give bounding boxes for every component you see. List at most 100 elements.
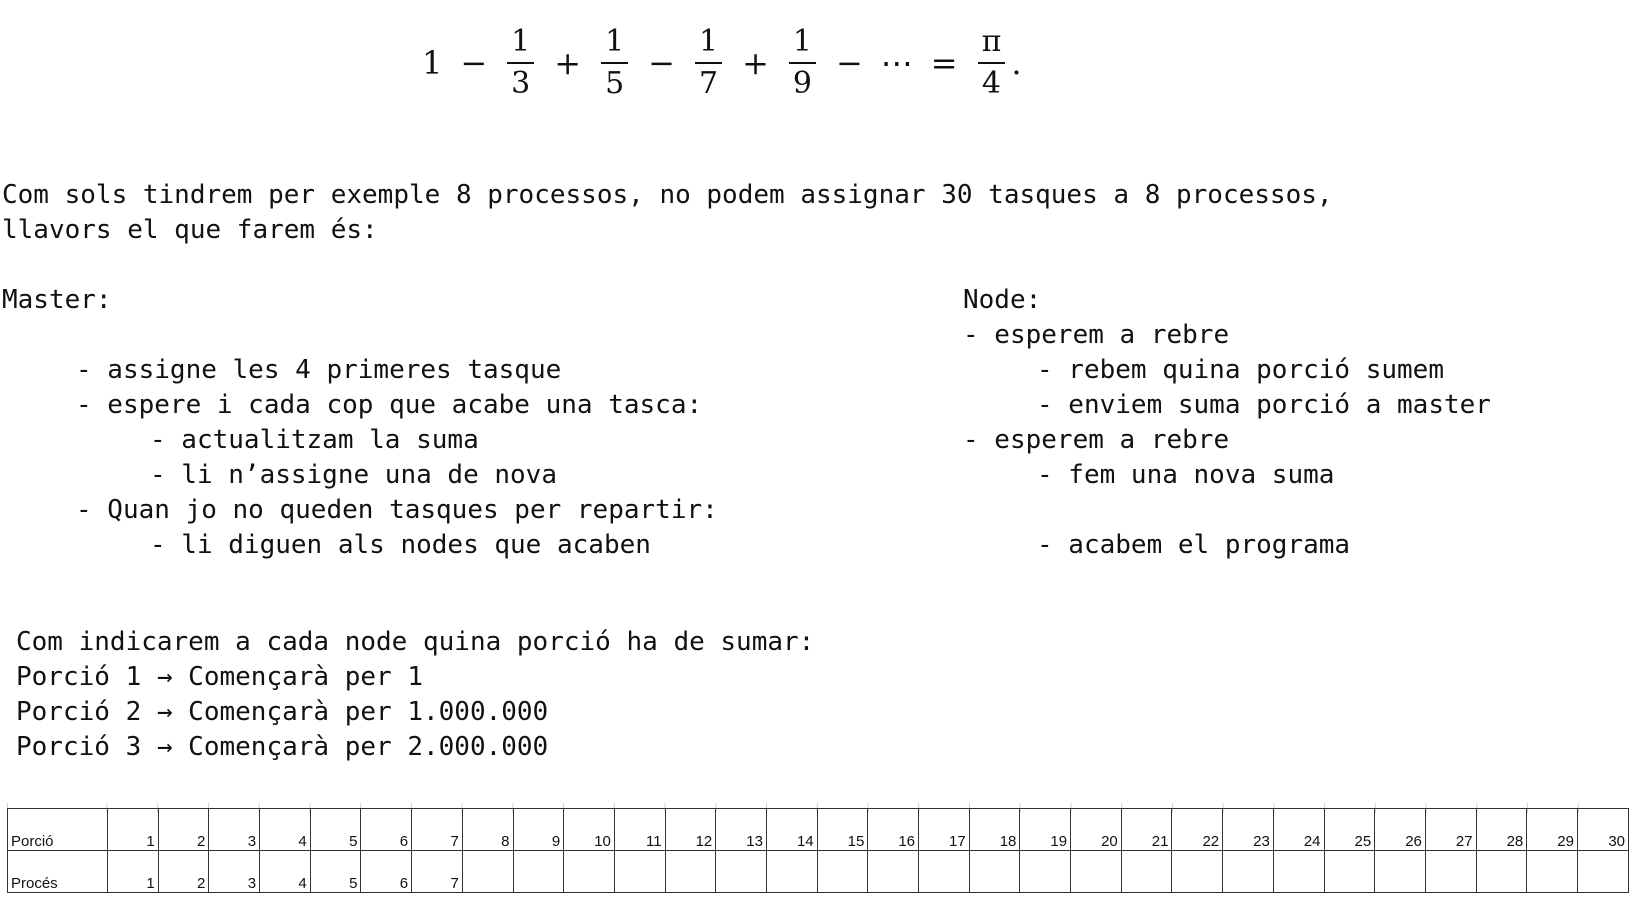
node-subitem: - acabem el programa (1037, 530, 1351, 560)
portions-heading: Com indicarem a cada node quina porció h… (16, 627, 815, 657)
blank-line (2, 318, 718, 353)
formula-period: . (1011, 44, 1022, 82)
leibniz-formula: 1 − 1 3 + 1 5 − 1 7 + 1 9 − ⋯ = π (0, 18, 1639, 108)
proces-cell (461, 850, 514, 893)
porcio-cell: 10 (563, 808, 615, 851)
proces-cell (867, 850, 919, 893)
portions-section: Com indicarem a cada node quina porció h… (16, 625, 814, 765)
fraction-numerator: 1 (605, 24, 625, 59)
proces-cell (1576, 850, 1630, 893)
proces-cell (765, 850, 818, 893)
proces-cell: 5 (309, 850, 362, 893)
proces-cell (1424, 850, 1477, 893)
porcio-cell: 30 (1576, 808, 1630, 851)
master-item: - espere i cada cop que acabe una tasca: (76, 390, 703, 420)
porcio-cell: 26 (1374, 808, 1426, 851)
proces-cell (613, 850, 666, 893)
formula-op: − (835, 44, 863, 82)
porcio-cell: 1 (107, 808, 159, 851)
proces-cell (715, 850, 767, 893)
porcio-cell: 16 (867, 808, 919, 851)
fraction-bar (977, 62, 1006, 64)
porcio-cell: 20 (1070, 808, 1122, 851)
formula-op: + (554, 44, 582, 82)
node-section: Node: - esperem a rebre - rebem quina porc… (963, 283, 1491, 563)
fraction-numerator: 1 (792, 24, 812, 59)
proces-cell (816, 850, 869, 893)
proces-cell (1120, 850, 1173, 893)
formula-fraction: 1 3 (503, 25, 538, 101)
master-item: - assigne les 4 primeres tasque (76, 355, 562, 385)
formula-op: − (648, 44, 675, 82)
master-subitem: - li n’assigne una de nova (150, 460, 557, 490)
fraction-numerator: 1 (511, 24, 531, 59)
node-subitem: - enviem suma porció a master (1037, 390, 1491, 420)
proces-cell (1019, 850, 1072, 893)
fraction-denominator: 9 (792, 66, 812, 101)
portion-line: Porció 3 → Començarà per 2.000.000 (16, 732, 549, 762)
porcio-cell: 4 (259, 808, 311, 851)
porcio-cell: 14 (765, 808, 818, 851)
porcio-cell: 17 (918, 808, 970, 851)
proces-cell (1272, 850, 1325, 893)
porcio-cell: 15 (816, 808, 869, 851)
intro-paragraph: Com sols tindrem per exemple 8 processos… (2, 178, 1333, 248)
porcio-cell: 27 (1424, 808, 1477, 851)
formula-fraction: 1 7 (691, 25, 726, 101)
formula-fraction: 1 9 (785, 25, 820, 101)
porcio-cell: 22 (1171, 808, 1224, 851)
porcio-cell: 13 (715, 808, 767, 851)
porcio-cell: 2 (157, 808, 210, 851)
proces-cell: 1 (107, 850, 159, 893)
porcio-cell: 12 (664, 808, 717, 851)
porcio-cell: 25 (1323, 808, 1376, 851)
master-subitem: - li diguen als nodes que acaben (150, 530, 651, 560)
porcio-cell: 6 (360, 808, 413, 851)
proces-cell (1070, 850, 1122, 893)
proces-cell: 2 (157, 850, 210, 893)
porcio-cell: 18 (968, 808, 1021, 851)
fraction-bar (788, 62, 816, 64)
formula-result-fraction: π 4 (974, 25, 1010, 101)
porcio-cell: 24 (1272, 808, 1325, 851)
intro-line: Com sols tindrem per exemple 8 processos… (2, 180, 1333, 210)
fraction-denominator: 3 (511, 66, 531, 101)
formula-op: + (742, 44, 769, 82)
formula-op: − (460, 44, 488, 82)
fraction-numerator: π (981, 24, 1002, 59)
formula-fraction: 1 5 (597, 25, 632, 101)
porcio-cell: 23 (1222, 808, 1274, 851)
fraction-bar (507, 62, 535, 64)
node-item: - esperem a rebre (963, 425, 1230, 455)
porcio-cell: 9 (512, 808, 565, 851)
master-subitem: - actualitzam la suma (150, 425, 479, 455)
porcio-cell: 11 (613, 808, 666, 851)
proces-cell (918, 850, 970, 893)
proces-cell: 4 (259, 850, 311, 893)
proces-cell (563, 850, 615, 893)
fraction-denominator: 7 (698, 66, 719, 101)
portion-line: Porció 2 → Començarà per 1.000.000 (16, 697, 549, 727)
porcio-cell: 29 (1526, 808, 1578, 851)
fraction-bar (694, 62, 723, 64)
intro-line: llavors el que farem és: (2, 215, 378, 245)
formula-lead: 1 (422, 44, 443, 82)
row-header: Procés (7, 850, 108, 893)
formula-expression: 1 − 1 3 + 1 5 − 1 7 + 1 9 − ⋯ = π (420, 18, 1022, 108)
porcio-cell: 21 (1120, 808, 1173, 851)
porcio-cell: 5 (309, 808, 362, 851)
fraction-bar (601, 62, 629, 64)
porcio-cell: 7 (411, 808, 463, 851)
proces-cell (1171, 850, 1224, 893)
node-subitem: - rebem quina porció sumem (1037, 355, 1444, 385)
proces-cell (1323, 850, 1376, 893)
master-title: Master: (2, 285, 112, 315)
node-title: Node: (963, 285, 1042, 315)
proces-cell: 6 (360, 850, 413, 893)
proces-cell (512, 850, 565, 893)
porcio-cell: 8 (461, 808, 514, 851)
portion-line: Porció 1 → Començarà per 1 (16, 662, 423, 692)
